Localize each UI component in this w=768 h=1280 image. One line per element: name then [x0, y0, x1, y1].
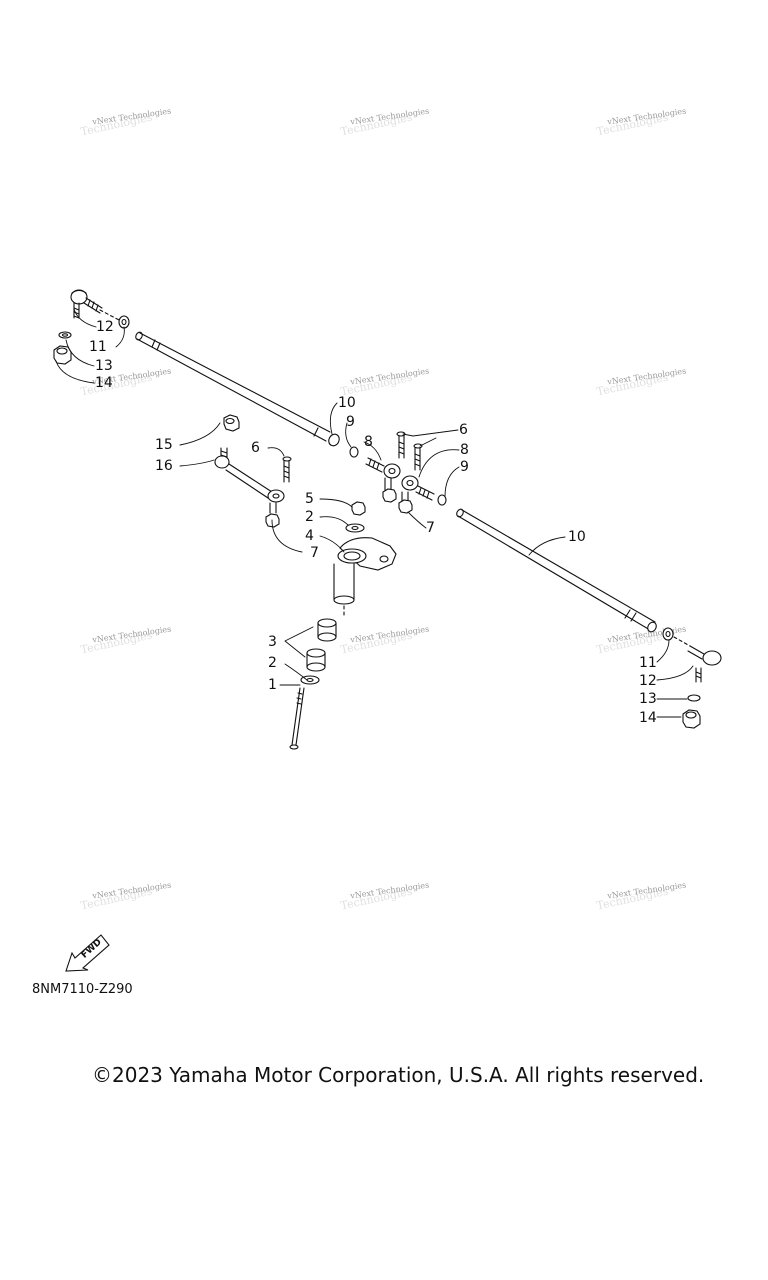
callout-14: 14 [95, 375, 113, 391]
callout-12: 12 [639, 673, 657, 689]
callout-8: 8 [364, 434, 373, 450]
outer-tie-rod-end-right [662, 627, 722, 729]
drag-link [214, 414, 292, 528]
callout-11: 11 [89, 339, 107, 355]
idler-arm-assembly [289, 501, 397, 750]
callout-10: 10 [568, 529, 586, 545]
callout-9: 9 [460, 459, 469, 475]
callout-3: 3 [268, 634, 277, 650]
callout-11: 11 [639, 655, 657, 671]
callout-1: 1 [268, 677, 277, 693]
callout-5: 5 [305, 491, 314, 507]
callout-13: 13 [95, 358, 113, 374]
callout-9: 9 [346, 414, 355, 430]
diagram-part-code: 8NM7110-Z290 [32, 982, 133, 997]
forward-arrow [65, 934, 110, 972]
callout-6: 6 [251, 440, 260, 456]
tie-rod-right [456, 508, 657, 633]
inner-tie-rod-end-left [349, 431, 406, 503]
leader-lines [55, 308, 694, 718]
callout-10: 10 [338, 395, 356, 411]
callout-12: 12 [96, 319, 114, 335]
callout-7: 7 [310, 545, 319, 561]
callout-13: 13 [639, 691, 657, 707]
callout-2: 2 [268, 655, 277, 671]
callout-15: 15 [155, 437, 173, 453]
outer-tie-rod-end-left [53, 289, 130, 365]
callout-7: 7 [426, 520, 435, 536]
copyright-notice: ©2023 Yamaha Motor Corporation, U.S.A. A… [92, 1063, 705, 1087]
inner-tie-rod-end-right [398, 443, 447, 514]
callout-16: 16 [155, 458, 173, 474]
callout-8: 8 [460, 442, 469, 458]
tie-rod-left [135, 331, 340, 447]
callout-14: 14 [639, 710, 657, 726]
callout-4: 4 [305, 528, 314, 544]
callout-6: 6 [459, 422, 468, 438]
callout-2: 2 [305, 509, 314, 525]
